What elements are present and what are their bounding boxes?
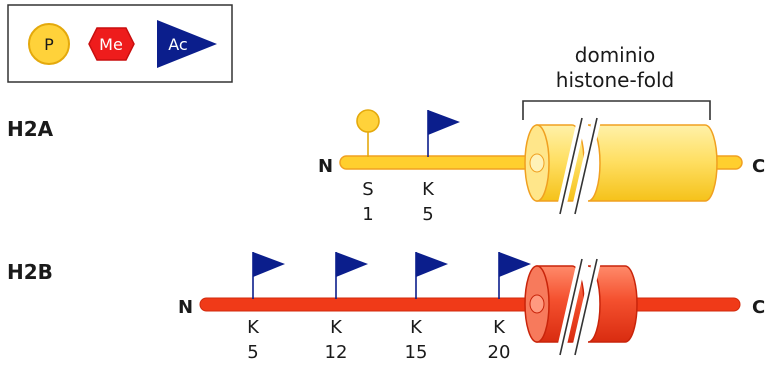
h2b-site-1-residue: K bbox=[247, 317, 260, 338]
h2a-barrel-right bbox=[587, 124, 718, 202]
h2b-site-2-number: 12 bbox=[325, 342, 348, 363]
h2b-acetyl-flag-k15 bbox=[415, 252, 448, 299]
h2b-site-2-residue: K bbox=[330, 317, 343, 338]
h2a-tail bbox=[339, 155, 541, 170]
phosphate-label: P bbox=[44, 35, 54, 54]
h2b-acetyl-flag-k5 bbox=[252, 252, 285, 299]
legend: P Me Ac bbox=[7, 4, 233, 83]
h2b-n-terminus: N bbox=[178, 297, 193, 318]
h2b-tail bbox=[199, 297, 546, 312]
h2a-phosphate-marker bbox=[356, 109, 380, 157]
h2a-c-terminus: C bbox=[752, 156, 765, 177]
h2a-site-2-number: 5 bbox=[422, 204, 433, 225]
h2a-acetyl-flag bbox=[427, 110, 460, 157]
h2a-name: H2A bbox=[7, 117, 54, 141]
h2b-acetyl-flag-k12 bbox=[335, 252, 368, 299]
h2a-row: H2A N C bbox=[7, 109, 765, 225]
h2a-n-terminus: N bbox=[318, 156, 333, 177]
h2b-c-terminus: C bbox=[752, 297, 765, 318]
methyl-symbol: Me bbox=[88, 27, 135, 61]
h2b-c-tail bbox=[629, 297, 741, 312]
h2b-row: H2B N C bbox=[7, 252, 765, 363]
h2b-site-3-number: 15 bbox=[405, 342, 428, 363]
fold-bracket bbox=[522, 100, 711, 120]
h2a-site-1-number: 1 bbox=[362, 204, 373, 225]
h2b-acetyl-flag-k20 bbox=[498, 252, 531, 299]
fold-label-line2: histone-fold bbox=[556, 68, 674, 92]
histone-fold-annotation: dominio histone-fold bbox=[522, 43, 711, 120]
h2b-name: H2B bbox=[7, 260, 53, 284]
h2b-break-mark bbox=[555, 257, 602, 357]
fold-label-line1: dominio bbox=[575, 43, 655, 67]
h2b-site-1-number: 5 bbox=[247, 342, 258, 363]
h2b-site-3-residue: K bbox=[410, 317, 423, 338]
h2a-site-1-residue: S bbox=[362, 179, 373, 200]
phosphate-symbol: P bbox=[28, 23, 70, 65]
acetyl-symbol: Ac bbox=[157, 20, 217, 68]
h2b-barrel-right bbox=[587, 265, 638, 343]
h2a-site-2-residue: K bbox=[422, 179, 435, 200]
h2b-site-4-residue: K bbox=[493, 317, 506, 338]
acetyl-label: Ac bbox=[168, 35, 187, 54]
methyl-label: Me bbox=[99, 35, 123, 54]
h2b-site-4-number: 20 bbox=[488, 342, 511, 363]
h2a-break-mark bbox=[555, 116, 602, 216]
